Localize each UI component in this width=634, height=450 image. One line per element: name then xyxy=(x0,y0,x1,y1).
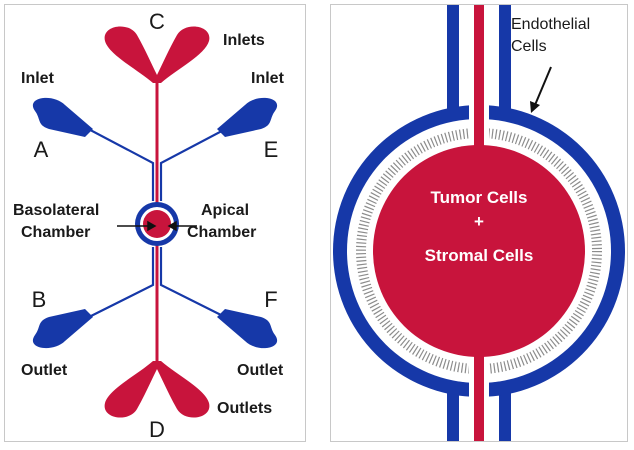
label-outlet-left: Outlet xyxy=(21,362,68,379)
label-outlet-right: Outlet xyxy=(237,362,284,379)
letter-e: E xyxy=(264,137,279,162)
chamber-closeup: Endothelial Cells Tumor Cells + Stromal … xyxy=(333,5,625,441)
label-stromal-cells: Stromal Cells xyxy=(425,246,534,265)
letter-a: A xyxy=(34,137,49,162)
label-inlets: Inlets xyxy=(223,32,265,49)
basolateral-arrowhead xyxy=(147,220,157,232)
label-outlets: Outlets xyxy=(217,400,272,417)
outlet-reservoir-d xyxy=(104,361,210,418)
tumor-chamber xyxy=(373,145,585,357)
label-basolateral-line1: Basolateral xyxy=(13,202,99,219)
letter-b: B xyxy=(32,287,47,312)
inlet-reservoir-a xyxy=(32,97,93,137)
endothelial-arrow xyxy=(534,66,552,106)
outlet-reservoir-f xyxy=(217,309,278,349)
letter-f: F xyxy=(264,287,277,312)
channel-outlet-f xyxy=(159,247,238,324)
blue-reservoirs xyxy=(32,97,278,349)
device-schematic: C A E B F D Inlets Inlet Inlet Basolater… xyxy=(13,9,285,441)
label-plus: + xyxy=(474,212,484,231)
label-inlet-left: Inlet xyxy=(21,70,55,87)
label-endothelial-line1: Endothelial xyxy=(511,16,590,33)
letter-d: D xyxy=(149,417,165,441)
blue-channels xyxy=(76,122,238,324)
inlet-reservoir-e xyxy=(217,97,278,137)
label-apical-line2: Chamber xyxy=(187,224,256,241)
channel-inlet-e xyxy=(159,122,238,201)
outlet-reservoir-b xyxy=(32,309,93,349)
chamber-closeup-panel: Endothelial Cells Tumor Cells + Stromal … xyxy=(330,4,628,442)
label-inlet-right: Inlet xyxy=(251,70,285,87)
label-endothelial-line2: Cells xyxy=(511,38,547,55)
endothelial-arrowhead xyxy=(530,101,540,113)
channel-inlet-a xyxy=(76,122,155,201)
label-basolateral-line2: Chamber xyxy=(21,224,90,241)
letter-c: C xyxy=(149,9,165,34)
channel-outlet-b xyxy=(76,247,155,324)
device-schematic-panel: C A E B F D Inlets Inlet Inlet Basolater… xyxy=(4,4,306,442)
apical-arrowhead xyxy=(167,220,177,232)
basolateral-chamber xyxy=(143,210,171,238)
chamber-arrows xyxy=(117,220,197,232)
endothelial-cells-ring xyxy=(356,128,602,374)
label-apical-line1: Apical xyxy=(201,202,249,219)
label-tumor-cells: Tumor Cells xyxy=(431,188,528,207)
inlet-reservoir-c xyxy=(104,26,210,83)
